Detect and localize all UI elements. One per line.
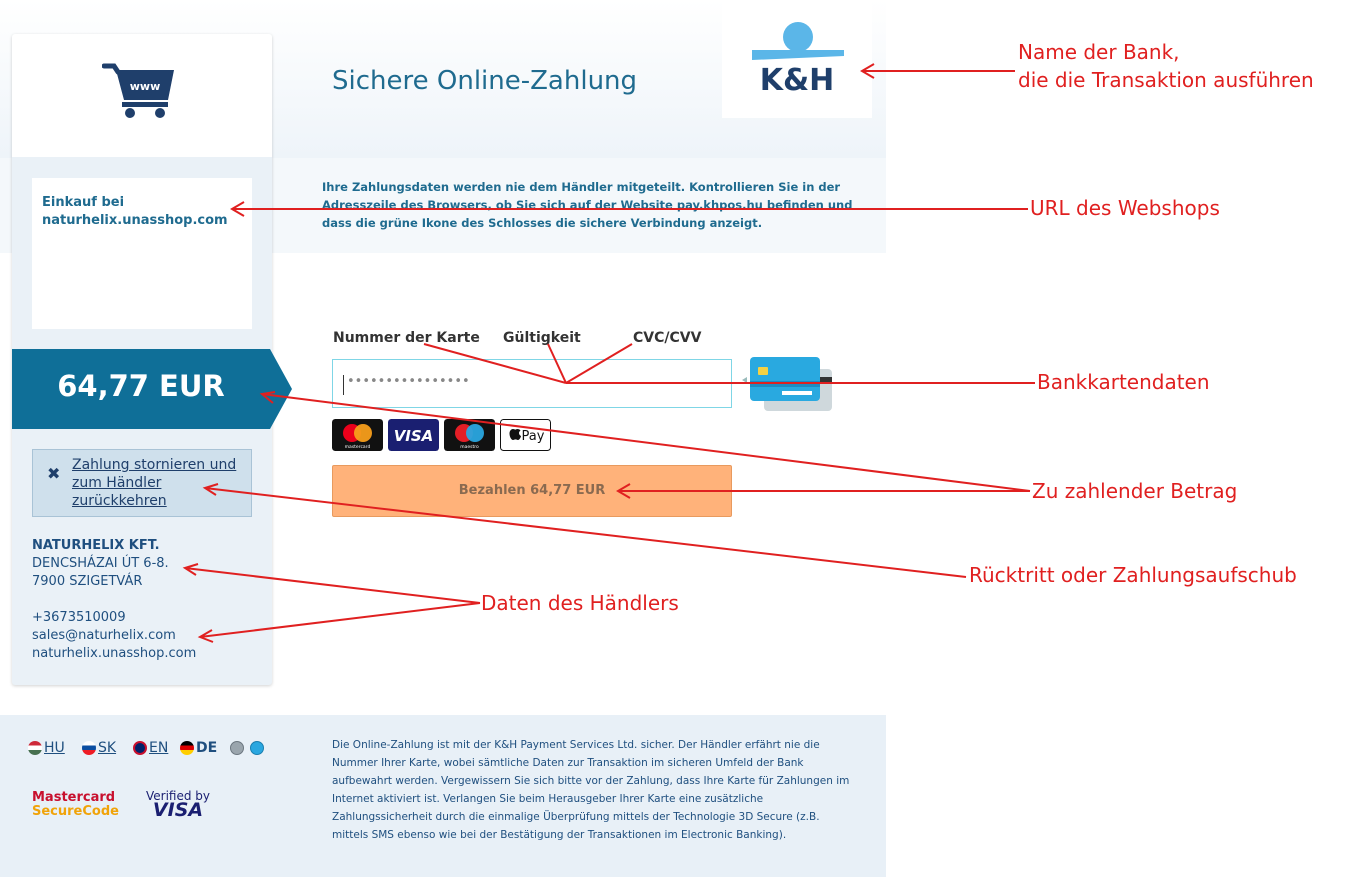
amount-banner: 64,77 EUR	[12, 349, 270, 429]
mastercard-securecode-logo: Mastercard SecureCode	[32, 791, 119, 819]
hu-flag-icon	[28, 741, 42, 755]
lang-de-current: DE	[196, 740, 218, 756]
cancel-link[interactable]: Zahlung stornieren und zum Händler zurüc…	[72, 457, 237, 509]
annotation-card-data: Bankkartendaten	[1037, 370, 1210, 394]
merchant-email: sales@naturhelix.com	[32, 628, 176, 643]
annotation-amount: Zu zahlender Betrag	[1032, 479, 1238, 503]
more-languages-icon[interactable]	[230, 741, 244, 755]
en-flag-icon	[133, 741, 147, 755]
kh-logo-icon: K&H	[752, 22, 844, 98]
shop-info-box: Einkauf bei naturhelix.unasshop.com	[32, 178, 252, 329]
apple-pay-logo-icon: Pay	[500, 419, 551, 451]
merchant-phone: +3673510009	[32, 610, 126, 625]
expiry-label: Gültigkeit	[503, 330, 581, 346]
de-flag-icon	[180, 741, 194, 755]
cancel-button[interactable]: ✖ Zahlung stornieren und zum Händler zur…	[32, 449, 252, 517]
pay-button[interactable]: Bezahlen 64,77 EUR	[332, 465, 732, 517]
merchant-address-1: DENCSHÁZAI ÚT 6-8.	[32, 556, 169, 571]
visa-logo-icon: VISA	[388, 419, 439, 451]
mastercard-logo-icon: mastercard	[332, 419, 383, 451]
text-caret	[343, 375, 344, 395]
credit-card-icon	[742, 357, 832, 411]
mc-securecode-line2: SecureCode	[32, 804, 119, 819]
merchant-name: NATURHELIX KFT.	[32, 538, 160, 553]
verified-by-visa-logo: Verified by VISA	[146, 789, 211, 821]
maestro-text: maestro	[460, 444, 479, 450]
sidebar-header: www	[12, 34, 272, 157]
lang-sk-link[interactable]: SK	[98, 740, 117, 756]
vbv-line1: Verified by	[146, 789, 211, 803]
card-number-placeholder: ••••••••••••••••	[347, 374, 470, 389]
merchant-details: NATURHELIX KFT. DENCSHÁZAI ÚT 6-8. 7900 …	[32, 537, 262, 663]
order-sidebar: www Einkauf bei naturhelix.unasshop.com …	[12, 34, 292, 685]
legal-text: Die Online-Zahlung ist mit der K&H Payme…	[332, 739, 850, 841]
sk-flag-icon	[82, 741, 96, 755]
annotation-bank-line1: Name der Bank,	[1018, 40, 1180, 64]
card-number-input[interactable]: ••••••••••••••••	[332, 359, 732, 408]
mastercard-text: mastercard	[345, 444, 371, 450]
lang-en-link[interactable]: EN	[149, 740, 169, 756]
cvc-label: CVC/CVV	[633, 330, 702, 346]
cart-label: www	[130, 80, 161, 93]
vbv-line2: VISA	[152, 799, 204, 821]
bank-logo-text: K&H	[760, 63, 835, 98]
annotation-shop-url: URL des Webshops	[1030, 196, 1220, 220]
security-info-text: Ihre Zahlungsdaten werden nie dem Händle…	[322, 180, 853, 230]
lang-hu-link[interactable]: HU	[44, 740, 65, 756]
shopping-cart-icon: www	[102, 63, 174, 118]
amount-value: 64,77 EUR	[57, 369, 225, 403]
amount-arrow-shape	[270, 349, 292, 429]
visa-text: VISA	[394, 427, 434, 445]
card-number-label: Nummer der Karte	[333, 330, 480, 346]
bank-logo: K&H	[722, 0, 872, 118]
maestro-logo-icon: maestro	[444, 419, 495, 451]
annotation-bank-line2: die die Transaktion ausführen	[1018, 68, 1314, 92]
page-title: Sichere Online-Zahlung	[332, 66, 638, 96]
globe-icon[interactable]	[250, 741, 264, 755]
footer	[0, 715, 886, 877]
annotation-merchant: Daten des Händlers	[481, 591, 679, 615]
annotation-cancel: Rücktritt oder Zahlungsaufschub	[969, 563, 1297, 587]
shop-url-text: Einkauf bei naturhelix.unasshop.com	[42, 195, 228, 228]
mc-securecode-line1: Mastercard	[32, 790, 116, 805]
merchant-address-2: 7900 SZIGETVÁR	[32, 574, 143, 589]
apple-pay-text: Pay	[522, 429, 545, 444]
close-icon: ✖	[47, 464, 61, 483]
merchant-web: naturhelix.unasshop.com	[32, 646, 197, 661]
